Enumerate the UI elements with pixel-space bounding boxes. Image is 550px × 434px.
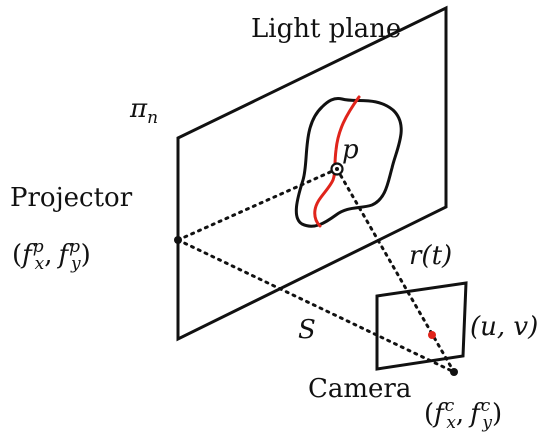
camera-ray-r-t [335, 167, 456, 374]
intersection-curve [313, 95, 361, 228]
ray-label: r(t) [409, 241, 452, 271]
segment-s-label: S [298, 315, 316, 345]
projector-center-point [174, 236, 182, 244]
projector-label: Projector [10, 183, 133, 213]
plane-symbol-label: πn [129, 94, 158, 128]
light-plane-label: Light plane [251, 14, 401, 44]
point-p-core [335, 167, 339, 171]
camera-image-plane [375, 281, 468, 371]
camera-label: Camera [308, 374, 411, 404]
baseline-s [176, 238, 456, 374]
point-p-label: p [342, 135, 359, 165]
pixel-point [428, 331, 436, 339]
camera-center-point [450, 368, 458, 376]
light-plane [176, 5, 448, 342]
projector-ray [176, 167, 339, 242]
pixel-coords-label: (u, v) [470, 312, 538, 342]
